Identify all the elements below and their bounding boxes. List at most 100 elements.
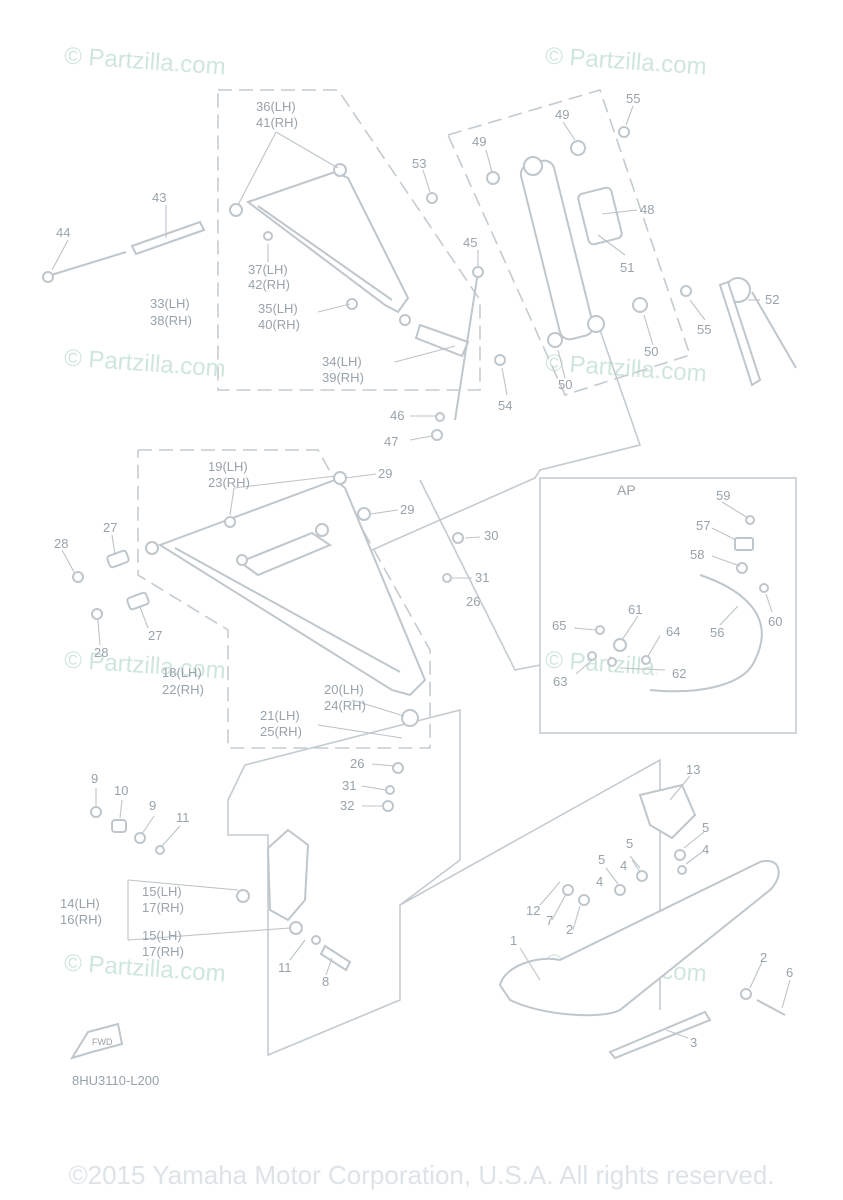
- ap-box: [539, 477, 797, 734]
- callout-59: 59: [716, 488, 730, 503]
- callout-31a: 31: [475, 570, 489, 585]
- callout-3: 3: [690, 1035, 697, 1050]
- callout-39-rh: 39(RH): [322, 370, 364, 385]
- lower-a-arm: [72, 471, 427, 697]
- callout-43: 43: [152, 190, 166, 205]
- callout-36-lh: 36(LH): [256, 99, 296, 114]
- ski: [498, 783, 786, 1060]
- callout-10: 10: [114, 783, 128, 798]
- callout-37-lh: 37(LH): [248, 262, 288, 277]
- callout-23-rh: 23(RH): [208, 475, 250, 490]
- callout-5b: 5: [702, 820, 709, 835]
- callout-56: 56: [710, 625, 724, 640]
- callout-27a: 27: [103, 520, 117, 535]
- callout-1: 1: [510, 933, 517, 948]
- callout-50b: 50: [558, 377, 572, 392]
- callout-64: 64: [666, 624, 680, 639]
- callout-47: 47: [384, 434, 398, 449]
- callout-5c: 5: [598, 852, 605, 867]
- callout-20-lh: 20(LH): [324, 682, 364, 697]
- shock-adjuster-tool: [718, 277, 797, 387]
- callout-48: 48: [640, 202, 654, 217]
- shock-group-box: [447, 89, 692, 396]
- callout-11a: 11: [176, 810, 190, 825]
- callout-15a-lh: 15(LH): [142, 884, 182, 899]
- callout-14-lh: 14(LH): [60, 896, 100, 911]
- callout-17a-rh: 17(RH): [142, 900, 184, 915]
- callout-34-lh: 34(LH): [322, 354, 362, 369]
- callout-21-lh: 21(LH): [260, 708, 300, 723]
- callout-57: 57: [696, 518, 710, 533]
- callout-52: 52: [765, 292, 779, 307]
- leader-lines: [51, 105, 791, 1039]
- callout-labels: 36(LH) 41(RH) 43 44 37(LH) 42(RH) 33(LH)…: [54, 91, 793, 1050]
- callout-19-lh: 19(LH): [208, 459, 248, 474]
- callout-16-rh: 16(RH): [60, 912, 102, 927]
- callout-9b: 9: [149, 798, 156, 813]
- callout-12: 12: [526, 903, 540, 918]
- callout-30: 30: [484, 528, 498, 543]
- callout-18-lh: 18(LH): [162, 665, 202, 680]
- callout-51: 51: [620, 260, 634, 275]
- callout-2b: 2: [760, 950, 767, 965]
- shock-absorber: [426, 126, 692, 366]
- ball-joint: [382, 532, 464, 812]
- callout-6: 6: [786, 965, 793, 980]
- callout-32: 32: [340, 798, 354, 813]
- upper-a-arm: [229, 163, 411, 326]
- callout-8: 8: [322, 974, 329, 989]
- callout-60: 60: [768, 614, 782, 629]
- ap-kit-parts: [587, 515, 769, 693]
- callout-62: 62: [672, 666, 686, 681]
- callout-26a: 26: [466, 594, 480, 609]
- callout-33-lh: 33(LH): [150, 296, 190, 311]
- callout-54: 54: [498, 398, 512, 413]
- callout-61: 61: [628, 602, 642, 617]
- diagram-code: 8HU3110-L200: [72, 1073, 160, 1088]
- callout-24-rh: 24(RH): [324, 698, 366, 713]
- callout-49a: 49: [472, 134, 486, 149]
- fwd-label: FWD: [92, 1037, 113, 1047]
- callout-4c: 4: [596, 874, 603, 889]
- callout-42-rh: 42(RH): [248, 277, 290, 292]
- callout-41-rh: 41(RH): [256, 115, 298, 130]
- upper-arm-shaft: [42, 220, 206, 283]
- callout-50a: 50: [644, 344, 658, 359]
- callout-55b: 55: [697, 322, 711, 337]
- callout-53: 53: [412, 156, 426, 171]
- callout-28a: 28: [54, 536, 68, 551]
- callout-17b-rh: 17(RH): [142, 944, 184, 959]
- callout-46: 46: [390, 408, 404, 423]
- callout-63: 63: [553, 674, 567, 689]
- callout-58: 58: [690, 547, 704, 562]
- connector-lines: [337, 329, 642, 671]
- callout-29b: 29: [400, 502, 414, 517]
- callout-5a: 5: [626, 836, 633, 851]
- callout-2a: 2: [566, 922, 573, 937]
- callout-26b: 26: [350, 756, 364, 771]
- callout-40-rh: 40(RH): [258, 317, 300, 332]
- callout-27b: 27: [148, 628, 162, 643]
- callout-4a: 4: [620, 858, 627, 873]
- callout-65: 65: [552, 618, 566, 633]
- callout-55a: 55: [626, 91, 640, 106]
- ski-spindle: [90, 806, 352, 972]
- callout-25-rh: 25(RH): [260, 724, 302, 739]
- callout-49b: 49: [555, 107, 569, 122]
- fwd-arrow-icon: FWD: [69, 1022, 124, 1060]
- copyright-notice: ©2015 Yamaha Motor Corporation, U.S.A. A…: [68, 1160, 775, 1190]
- callout-9a: 9: [91, 771, 98, 786]
- callout-29a: 29: [378, 466, 392, 481]
- callout-15b-lh: 15(LH): [142, 928, 182, 943]
- ap-label: AP: [617, 482, 636, 498]
- callout-45: 45: [463, 235, 477, 250]
- callout-7: 7: [546, 913, 553, 928]
- steering-link: [414, 266, 484, 441]
- callout-13: 13: [686, 762, 700, 777]
- callout-44: 44: [56, 225, 70, 240]
- callout-22-rh: 22(RH): [162, 682, 204, 697]
- callout-35-lh: 35(LH): [258, 301, 298, 316]
- callout-38-rh: 38(RH): [150, 313, 192, 328]
- callout-11b: 11: [278, 960, 292, 975]
